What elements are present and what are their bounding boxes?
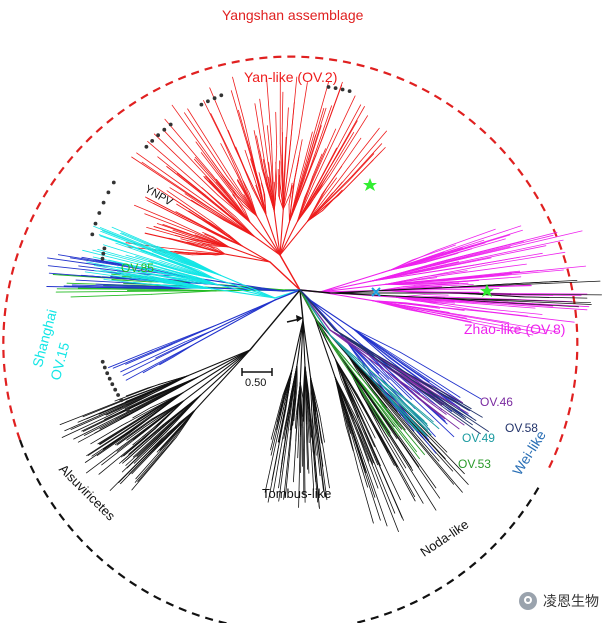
watermark-text: 凌恩生物 [543,594,599,610]
dotted-brackets [90,85,352,413]
cross-marker-icon [371,287,381,297]
scale-bar [241,368,273,376]
label-ov58: OV.58 [505,421,538,435]
scale-bar-label: 0.50 [245,377,267,389]
red-assemblage-arc [2,55,579,471]
arrow-icon [286,315,303,323]
label-zhao-like: Zhao-like (OV.8) [464,321,566,337]
star-marker-icon [363,178,377,191]
label-tombus-like: Tombus-like [262,486,332,501]
label-ov85: OV.85 [121,261,154,275]
star-marker-icon [480,284,494,297]
watermark: 凌恩生物 [519,591,599,611]
black-assemblage-arc [18,439,541,623]
label-ov46: OV.46 [480,395,513,409]
assemblage-title: Yangshan assemblage [222,7,364,23]
label-ov49: OV.49 [462,431,495,445]
yangshan-assemblage-arc [2,55,579,623]
wechat-logo-icon [519,592,537,610]
tree-branches [46,76,602,532]
label-ov53: OV.53 [458,457,491,471]
label-yan-like: Yan-like (OV.2) [244,69,338,85]
